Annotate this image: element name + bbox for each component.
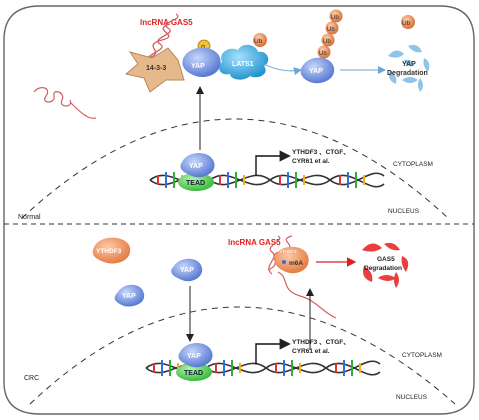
yap-ubiquitinated [300, 57, 335, 84]
ub-chain-2 [321, 33, 335, 47]
normal-tead [178, 173, 214, 191]
normal-yap-bound [182, 47, 221, 78]
gas5-degradation-line2: Degradation [364, 265, 402, 272]
protein-14-3-3 [124, 47, 185, 93]
normal-yap-bound-label: YAP [191, 63, 205, 70]
normal-free-gas5-coil [33, 87, 97, 119]
crc-yap-free-b-label: YAP [122, 293, 136, 300]
crc-ythdf3-label: YTHDF3 [96, 248, 122, 255]
ub-single [253, 33, 267, 47]
normal-cytoplasm-label: CYTOPLASM [393, 161, 433, 168]
crc-cytoplasm-label: CYTOPLASM [402, 352, 442, 359]
ub-chain-3 [325, 21, 339, 35]
lats1-protein [219, 44, 269, 80]
gas5-degradation-fragments [362, 242, 409, 288]
crc-yap-free-a [171, 258, 203, 282]
label-14-3-3: 14-3-3 [146, 65, 166, 72]
normal-tead-label: TEAD [186, 180, 205, 187]
svg-text:Ub: Ub [402, 20, 411, 27]
normal-nuclear-yap-label: YAP [189, 163, 203, 170]
yap-degradation-line1: YAP [402, 61, 416, 68]
normal-cell-frame [3, 5, 475, 224]
normal-genes-line1: YTHDF3 、CTGF、 [292, 149, 350, 156]
ub-chain-1 [317, 45, 331, 59]
gas5-degradation-line1: GAS5 [377, 256, 395, 263]
svg-text:Ub: Ub [327, 27, 335, 33]
crc-genes-line1: YTHDF3 、CTGF、 [292, 339, 350, 346]
normal-promoter-arrow [255, 150, 291, 176]
normal-panel-label: Normal [18, 214, 41, 221]
normal-lncrna-label: lncRNA GAS5 [140, 18, 193, 27]
crc-ythdf3-bound [274, 246, 309, 274]
crc-nuclear-envelope [29, 306, 456, 405]
svg-text:Ub: Ub [323, 39, 331, 45]
normal-genes-line2: CYR61 et al. [292, 158, 330, 165]
svg-text:Ub: Ub [331, 15, 339, 21]
normal-nuclear-envelope [21, 118, 449, 219]
crc-cell-frame [3, 224, 475, 415]
arrow-lats-to-yapub [255, 59, 302, 76]
svg-text:Ub: Ub [319, 51, 327, 57]
crc-ythdf3-bound-label: YTHDF3 [279, 249, 297, 254]
crc-nucleus-label: NUCLEUS [396, 394, 428, 401]
ub-chain-4 [329, 9, 343, 23]
crc-tead-label: TEAD [184, 370, 203, 377]
crc-lncrna-label: lncRNA GAS5 [228, 238, 281, 247]
crc-promoter-arrow [255, 338, 291, 364]
yap-degradation-fragments [388, 44, 430, 92]
crc-gas5-coil [268, 235, 337, 319]
normal-nucleus-label: NUCLEUS [388, 208, 420, 215]
crc-nuclear-yap-label: YAP [187, 353, 201, 360]
normal-nuclear-yap [180, 153, 215, 178]
ub-free [401, 15, 415, 29]
crc-nuclear-yap [178, 343, 213, 368]
m6a-mark [282, 260, 286, 264]
crc-panel-label: CRC [24, 375, 39, 382]
yap-ubiquitinated-label: YAP [309, 68, 323, 75]
crc-genes-line2: CYR61 et al. [292, 348, 330, 355]
crc-yap-free-a-label: YAP [180, 267, 194, 274]
crc-ythdf3-protein [92, 237, 131, 264]
m6a-label: m6A [289, 260, 303, 267]
ub-single-label: Ub [254, 38, 263, 45]
yap-degradation-line2: Degradation [387, 70, 428, 77]
crc-tead [176, 363, 212, 381]
lats1-label: LATS1 [232, 61, 254, 68]
phospho-p-label: p [200, 44, 205, 51]
crc-yap-free-b [114, 284, 145, 307]
